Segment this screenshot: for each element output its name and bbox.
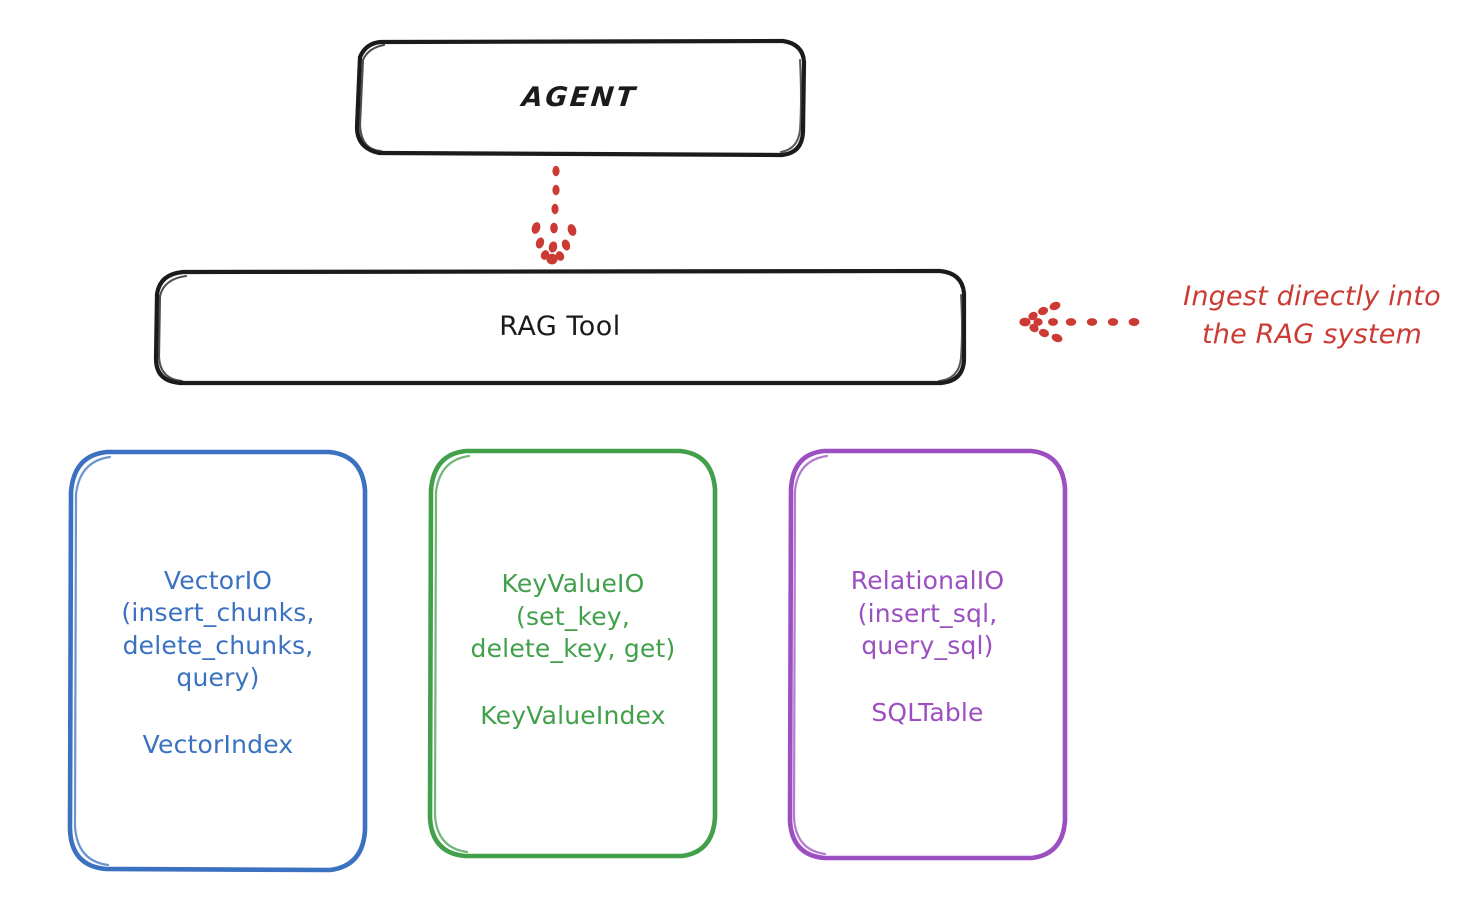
- agent-node-label: AGENT: [520, 82, 640, 113]
- key-value-io-box-outline: [427, 448, 718, 859]
- rag-tool-node[interactable]: RAG Tool: [155, 270, 965, 383]
- vector-io-subtitle: VectorIndex: [142, 729, 294, 759]
- relational-io-title: RelationalIO (insert_sql, query_sql): [850, 566, 1005, 660]
- agent-to-rag-dotted-arrow: [531, 165, 577, 265]
- key-value-io-subtitle: KeyValueIndex: [480, 700, 666, 730]
- agent-node[interactable]: AGENT: [355, 40, 805, 155]
- rag-tool-box-outline: [153, 268, 967, 386]
- relational-io-subtitle: SQLTable: [871, 697, 984, 727]
- relational-io-node[interactable]: RelationalIO (insert_sql, query_sql) SQL…: [790, 450, 1065, 858]
- agent-box-outline: [354, 38, 807, 158]
- vector-io-box-outline: [67, 449, 368, 873]
- relational-io-box-outline: [787, 448, 1068, 861]
- ingest-dotted-arrow: [1019, 301, 1140, 343]
- key-value-io-title: KeyValueIO (set_key, delete_key, get): [470, 569, 676, 663]
- rag-tool-node-label: RAG Tool: [499, 311, 621, 342]
- vector-io-title: VectorIO (insert_chunks, delete_chunks, …: [121, 565, 315, 693]
- key-value-io-node[interactable]: KeyValueIO (set_key, delete_key, get) Ke…: [430, 450, 716, 856]
- ingest-annotation-label: Ingest directly into the RAG system: [1183, 281, 1441, 351]
- vector-io-node[interactable]: VectorIO (insert_chunks, delete_chunks, …: [70, 450, 366, 870]
